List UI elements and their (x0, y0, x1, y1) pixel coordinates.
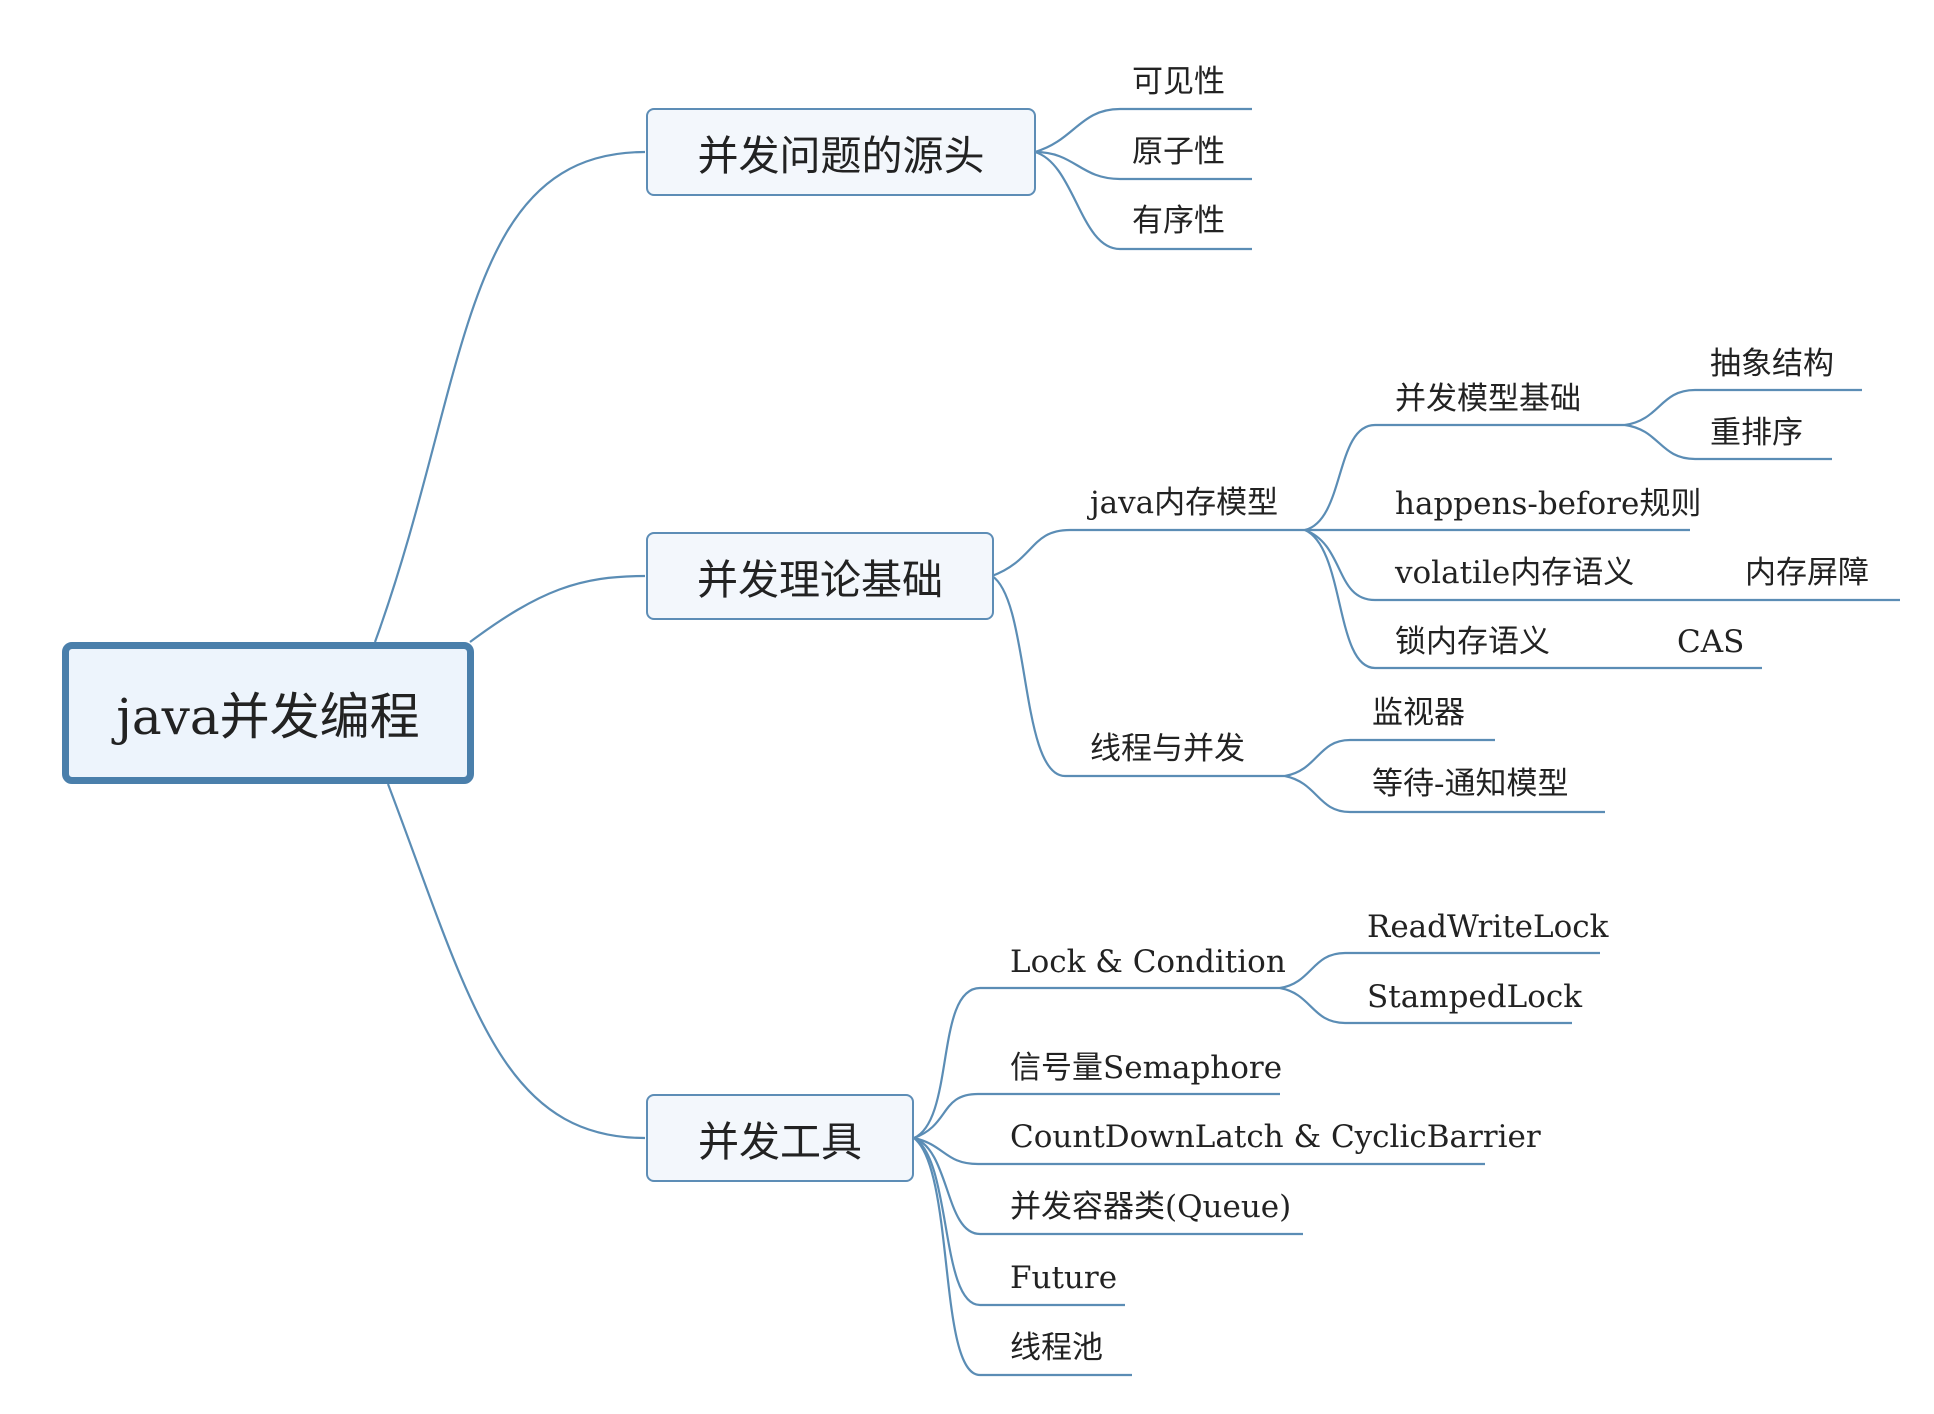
edge-b3-c3 (913, 1136, 1303, 1236)
edge-root-b3 (386, 783, 646, 1140)
edge-b3-c4 (913, 1137, 1125, 1307)
edge-lc-c1 (1279, 951, 1600, 990)
topic-concurrency-model-basics[interactable]: 并发模型基础 (1395, 381, 1581, 417)
leaf-concurrent-containers[interactable]: 并发容器类(Queue) (1010, 1189, 1292, 1225)
edge-b1-l3 (1034, 150, 1252, 251)
leaf-reordering[interactable]: 重排序 (1710, 415, 1803, 451)
edge-b3-lc (913, 986, 1280, 1140)
leaf-future[interactable]: Future (1010, 1260, 1118, 1296)
leaf-atomicity[interactable]: 原子性 (1132, 134, 1225, 170)
leaf-monitor[interactable]: 监视器 (1372, 695, 1465, 731)
leaf-visibility[interactable]: 可见性 (1132, 64, 1225, 100)
leaf-cas[interactable]: CAS (1677, 624, 1745, 660)
leaf-abstract-structure[interactable]: 抽象结构 (1710, 346, 1834, 382)
leaf-happens-before[interactable]: happens-before规则 (1395, 486, 1702, 522)
edge-b3-c1 (913, 1092, 1280, 1140)
edge-jmm-basics (1304, 423, 1625, 532)
edge-thr-c1 (1284, 738, 1495, 778)
topic-java-memory-model[interactable]: java内存模型 (1090, 485, 1279, 521)
edge-lc-c2 (1279, 986, 1572, 1025)
leaf-ordering[interactable]: 有序性 (1132, 203, 1225, 239)
edge-root-b2 (469, 574, 646, 643)
edge-basics-c2 (1624, 423, 1832, 461)
edge-b3-c2 (913, 1136, 1485, 1166)
root-label: java并发编程 (116, 688, 420, 746)
edge-b2-jmm (991, 528, 1305, 578)
edge-thr-c2 (1284, 774, 1605, 814)
branch-concurrency-sources[interactable]: 并发问题的源头 (646, 108, 1036, 196)
leaf-readwritelock[interactable]: ReadWriteLock (1367, 909, 1609, 945)
leaf-wait-notify-model[interactable]: 等待-通知模型 (1372, 766, 1569, 802)
topic-lock-condition[interactable]: Lock & Condition (1010, 944, 1286, 980)
leaf-stampedlock[interactable]: StampedLock (1367, 979, 1583, 1015)
edge-jmm-lock (1304, 528, 1762, 670)
edge-basics-c1 (1624, 388, 1862, 427)
edge-b2-thr (991, 575, 1285, 778)
leaf-countdownlatch-cyclicbarrier[interactable]: CountDownLatch & CyclicBarrier (1010, 1119, 1541, 1155)
edge-b1-l2 (1034, 150, 1252, 181)
leaf-semaphore[interactable]: 信号量Semaphore (1010, 1050, 1283, 1086)
edge-b3-c5 (913, 1137, 1132, 1377)
branch-concurrency-theory[interactable]: 并发理论基础 (646, 532, 994, 620)
leaf-memory-barrier[interactable]: 内存屏障 (1745, 555, 1869, 591)
edge-root-b1 (373, 150, 646, 643)
topic-lock-semantics[interactable]: 锁内存语义 (1395, 624, 1550, 660)
topic-volatile-semantics[interactable]: volatile内存语义 (1395, 555, 1635, 591)
branch-concurrency-tools[interactable]: 并发工具 (646, 1094, 914, 1182)
edge-jmm-vol (1304, 528, 1900, 602)
root-node[interactable]: java并发编程 (62, 642, 474, 784)
topic-threads-and-concurrency[interactable]: 线程与并发 (1090, 731, 1245, 767)
edge-b1-l1 (1034, 107, 1252, 154)
leaf-thread-pool[interactable]: 线程池 (1010, 1330, 1103, 1366)
